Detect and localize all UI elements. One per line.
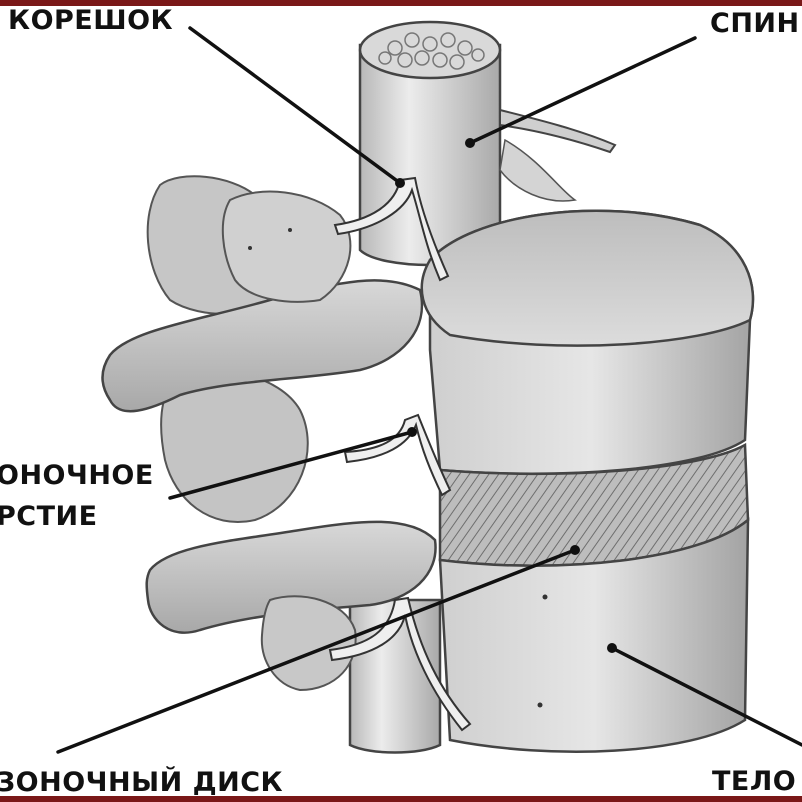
spinal-cord-section	[360, 22, 500, 78]
right-nerve-branch	[500, 110, 615, 152]
label-nerve-root: КОРЕШОК	[8, 7, 173, 34]
label-intervertebral-disc: ЗОНОЧНЫЙ ДИСК	[0, 769, 283, 796]
label-foramen-line1: ОНОЧНОЕ	[0, 462, 154, 489]
label-spinal-cord: СПИНН	[710, 10, 802, 37]
leader-spinal-cord	[470, 38, 695, 143]
label-foramen-line2: РСТИЕ	[0, 503, 98, 530]
label-vertebral-body: ТЕЛО	[712, 768, 796, 795]
nerve-root-middle	[345, 415, 450, 495]
